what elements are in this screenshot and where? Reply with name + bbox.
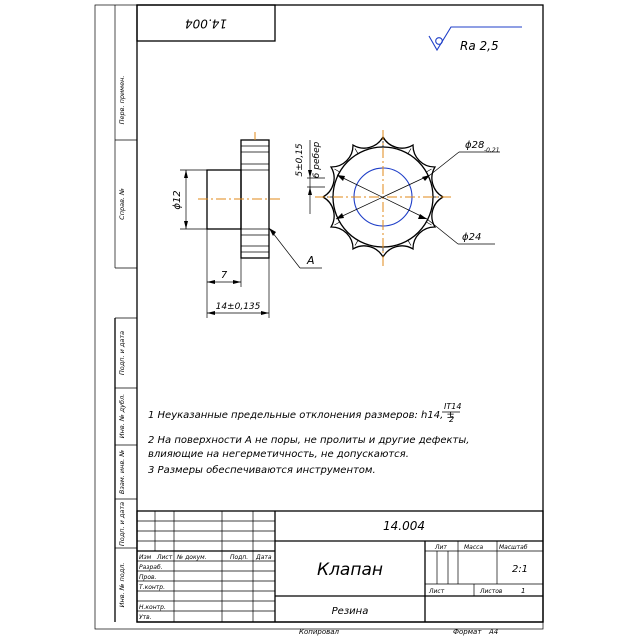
leader-a-label: A [306, 254, 315, 267]
stamp-col-date: Дата [255, 554, 272, 561]
stamp-listov-value: 1 [521, 587, 525, 595]
stamp-col-izm: Изм [139, 554, 152, 561]
note-2a: 2 На поверхности А не поры, не пролиты и… [148, 435, 469, 446]
dim-14-label: 14±0,135 [216, 302, 261, 312]
stamp-massa: Масса [464, 544, 483, 551]
note-1-frac-bot: 2 [449, 415, 454, 424]
rib-line [334, 221, 340, 226]
stamp-row-razrab: Разраб. [139, 564, 163, 571]
label-podp-data-1: Подп. и дата [118, 331, 126, 375]
title-block-text: 14.004 Клапан Резина Изм Лист № докум. П… [139, 519, 528, 636]
stamp-scale-value: 2:1 [512, 564, 528, 575]
stamp-listov: Листов [479, 588, 503, 595]
roughness-symbol [428, 26, 522, 52]
stamp-row-utv: Утв. [139, 614, 152, 621]
stamp-format-value: А4 [488, 628, 498, 636]
dim-7-label: 7 [221, 270, 228, 281]
rib-line [407, 240, 412, 246]
stamp-list: Лист [428, 588, 445, 595]
note-1-frac-top: IT14 [444, 402, 461, 411]
stamp-row-prov: Пров. [139, 574, 157, 581]
side-labels: Перв. примен. Справ. № Подп. и дата Инв.… [118, 76, 126, 608]
inner-frame [136, 4, 544, 623]
side-strips [114, 5, 137, 622]
top-stamp-box [136, 4, 276, 42]
stamp-col-podp: Подп. [230, 554, 248, 561]
stamp-col-list: Лист [156, 554, 173, 561]
dim-phi12-label: ϕ12 [172, 190, 183, 209]
dim-rib-width-label: 5±0,15 [295, 143, 305, 177]
dim-phi12 [180, 169, 207, 230]
stamp-kopiroval: Копировал [299, 628, 340, 636]
label-podp-data-2: Подп. и дата [118, 502, 126, 546]
stamp-part-name: Клапан [317, 560, 383, 580]
stamp-masshtab: Масштаб [499, 544, 528, 551]
dim-7 [206, 229, 242, 318]
dim-phi24 [336, 174, 495, 245]
dim-phi28-tol: -0,21 [484, 147, 500, 154]
rib-line [334, 168, 340, 173]
dim-rib-width [307, 140, 325, 214]
rib-line [354, 148, 359, 154]
stamp-material: Резина [332, 606, 369, 617]
note-2b: влияющие на негерметичность, не допускаю… [148, 449, 409, 460]
label-inv-no-podl: Инв. № подл. [118, 563, 126, 608]
label-inv-no-dubl: Инв. № дубл. [118, 394, 126, 438]
label-perv-primen: Перв. примен. [118, 76, 126, 125]
rib-line [407, 148, 412, 154]
dim-14 [207, 258, 270, 318]
note-1: 1 Неуказанные предельные отклонения разм… [148, 410, 455, 421]
top-stamp-number: 14.004 [185, 17, 227, 31]
dim-phi28-label: ϕ28 [465, 140, 484, 151]
rib-line [426, 168, 432, 173]
dim-phi24-label: ϕ24 [462, 232, 481, 243]
stamp-format: Формат [453, 628, 482, 636]
technical-notes: 1 Неуказанные предельные отклонения разм… [148, 402, 469, 476]
stamp-lit: Лит [434, 544, 447, 551]
label-vzam-inv-no: Взам. инв. № [118, 450, 126, 494]
roughness-value: Ra 2,5 [460, 39, 499, 53]
stamp-row-tkontr: Т.контр. [139, 584, 165, 591]
stamp-row-nkontr: Н.контр. [139, 604, 166, 611]
leader-a [268, 227, 322, 269]
title-block [136, 510, 544, 623]
rib-line [426, 221, 432, 226]
label-sprav-no: Справ. № [118, 188, 126, 220]
rib-line [354, 240, 359, 246]
note-3: 3 Размеры обеспечиваются инструментом. [148, 464, 376, 476]
sheet-outer-border [94, 4, 544, 630]
stamp-col-doc: № докум. [176, 554, 207, 561]
dim-phi28 [335, 151, 500, 220]
stamp-doc-number: 14.004 [383, 519, 425, 533]
dim-ribs-count-label: 6 ребер [312, 141, 322, 178]
